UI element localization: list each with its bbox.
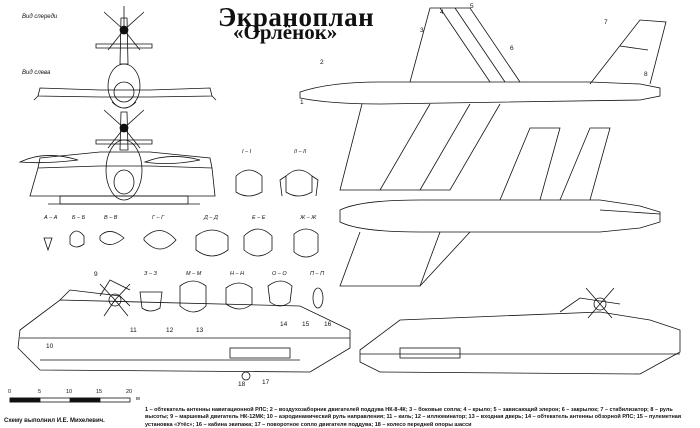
- callout-3: 3: [420, 27, 424, 34]
- scale-bar: [9, 397, 131, 403]
- cross-sections: [43, 169, 324, 313]
- section-i-i: I – I: [242, 149, 252, 155]
- section-gg: Г – Г: [152, 215, 165, 221]
- scale-tick-15: 15: [96, 389, 103, 395]
- scale-tick-10: 10: [66, 389, 73, 395]
- section-bb: Б – Б: [72, 215, 86, 221]
- airfoil-sections: [18, 155, 201, 164]
- legend-caption: 1 – обтекатель антенны навигационной РЛС…: [145, 407, 682, 428]
- section-zz: З – З: [144, 271, 157, 277]
- section-oo: О – О: [272, 271, 287, 277]
- callout-13: 13: [196, 327, 204, 334]
- section-vv: В – В: [104, 215, 118, 221]
- callout-17: 17: [262, 379, 270, 386]
- callout-1: 1: [300, 99, 304, 106]
- callout-18: 18: [238, 381, 246, 388]
- author-credit: Схему выполнил И.Е. Михелевич.: [4, 418, 105, 424]
- callout-12: 12: [166, 327, 174, 334]
- side-view-right: [359, 287, 681, 375]
- section-mm: М – М: [186, 271, 202, 277]
- callout-2: 2: [320, 59, 324, 66]
- section-ii-ii: II – II: [294, 149, 307, 155]
- title-line-1: Экраноплан: [218, 2, 375, 32]
- side-view-left: [17, 279, 351, 381]
- scale-tick-20: 20: [126, 389, 133, 395]
- front-view-label: Вид спереди: [22, 14, 58, 20]
- section-pp: П – П: [310, 271, 325, 277]
- section-nn: Н – Н: [230, 271, 245, 277]
- callout-7: 7: [604, 19, 608, 26]
- callout-14: 14: [280, 321, 288, 328]
- callout-8: 8: [644, 71, 648, 78]
- title-line-2: «Орлёнок»: [233, 20, 338, 44]
- section-dd: Д – Д: [204, 215, 218, 221]
- scale-tick-0: 0: [8, 389, 12, 395]
- callout-10: 10: [46, 343, 54, 350]
- callout-16: 16: [324, 321, 332, 328]
- top-view-small: [29, 109, 216, 205]
- side-view-label: Вид слева: [22, 70, 51, 76]
- section-zhzh: Ж – Ж: [300, 215, 317, 221]
- callout-6: 6: [510, 45, 514, 52]
- front-view: [33, 6, 217, 109]
- plan-view: [299, 7, 667, 287]
- section-ee: Е – Е: [252, 215, 266, 221]
- section-aa: А – А: [44, 215, 58, 221]
- callout-11: 11: [130, 327, 137, 334]
- scale-tick-5: 5: [38, 389, 42, 395]
- callout-5: 5: [470, 3, 474, 10]
- callout-9: 9: [94, 271, 98, 278]
- callout-4: 4: [440, 9, 444, 16]
- callout-15: 15: [302, 321, 310, 328]
- scale-unit: м: [136, 396, 140, 402]
